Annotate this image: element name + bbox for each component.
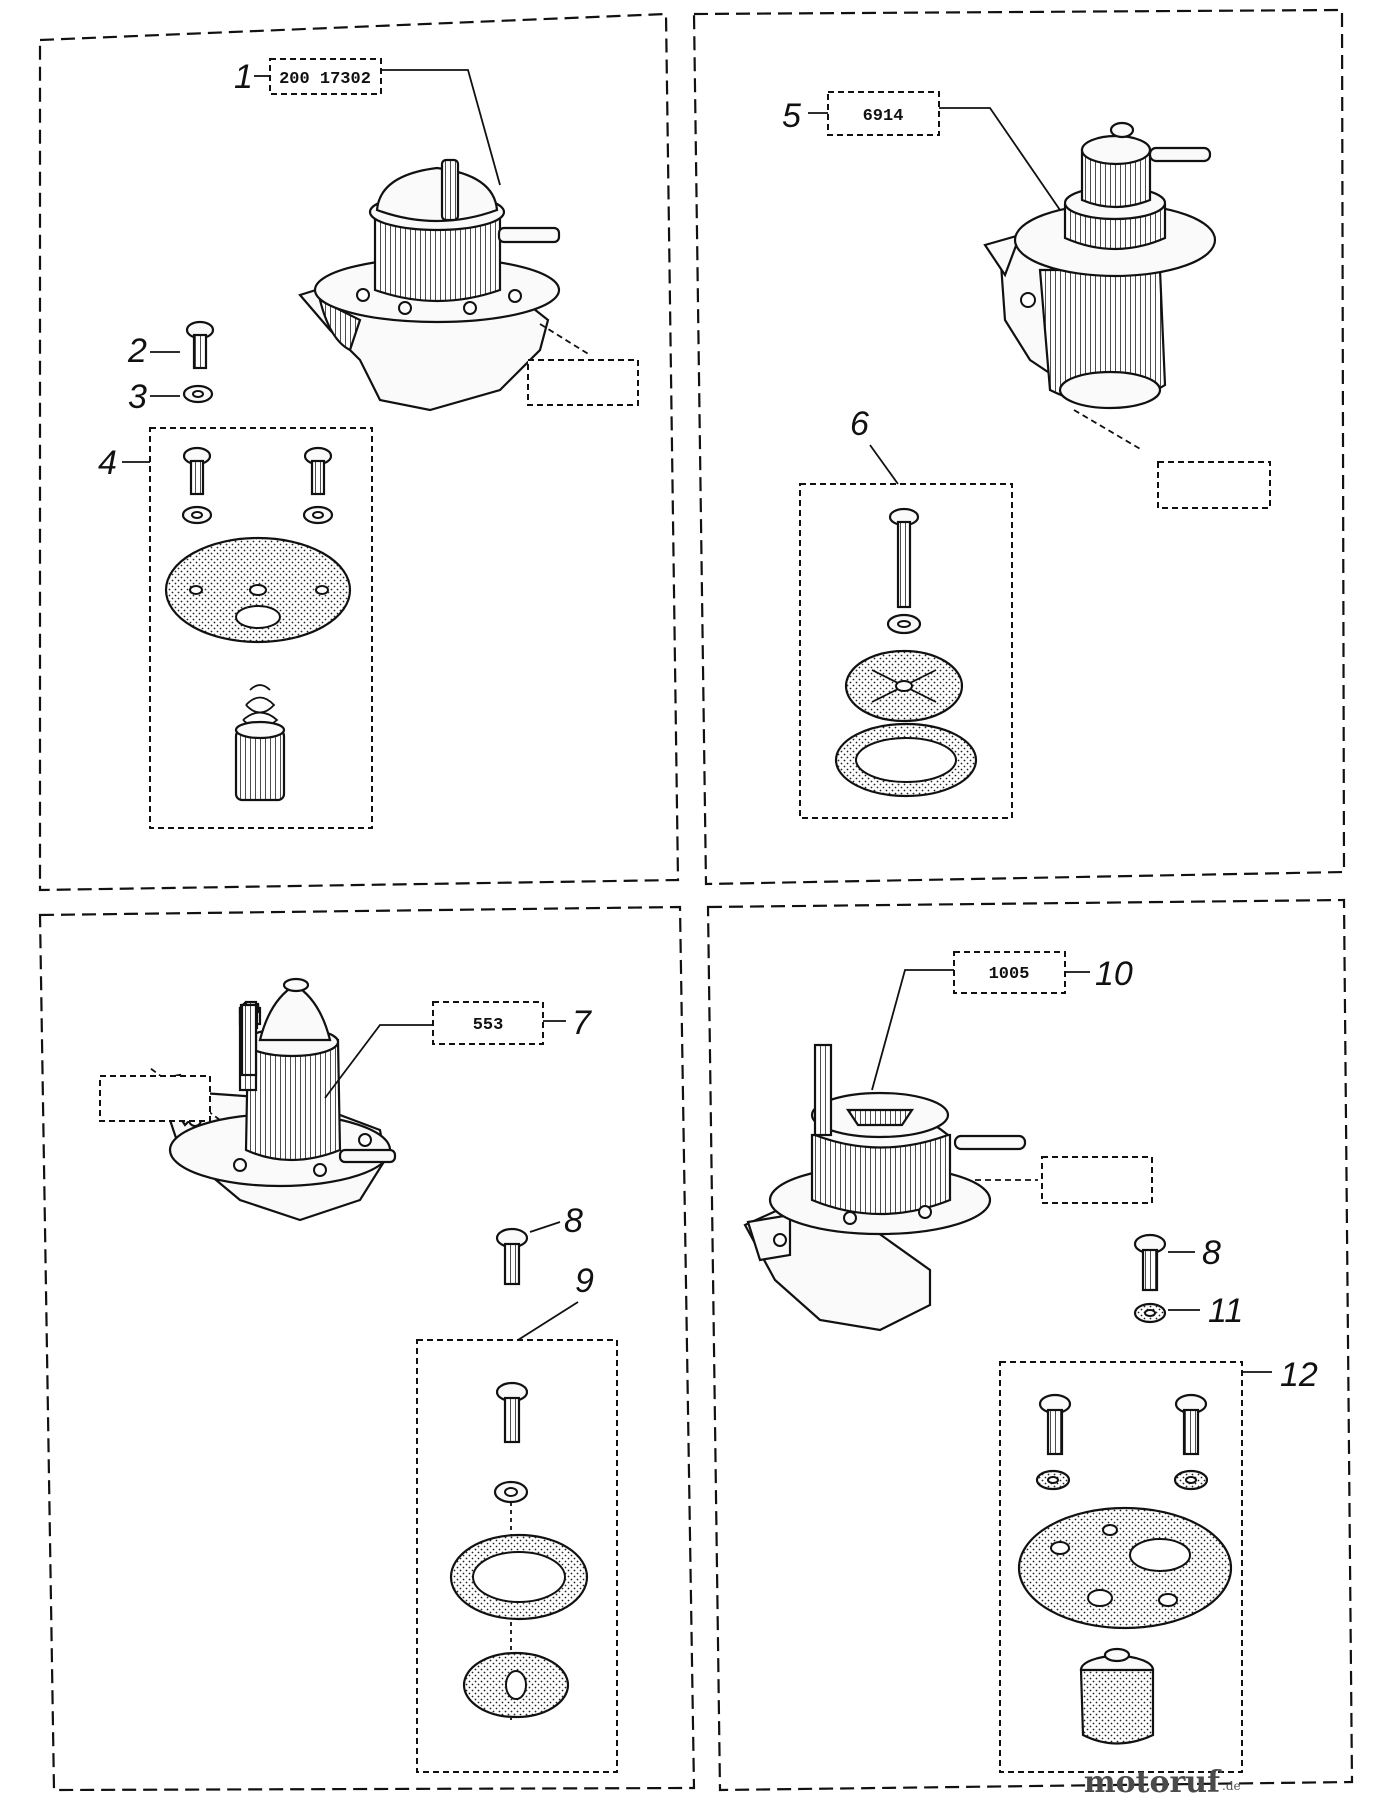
fuel-pump-10 [743,1043,1027,1332]
kit-4-parts [164,446,352,802]
screw-8-right [1133,1233,1167,1292]
empty-label-box-7 [99,1075,211,1122]
callout-5: 5 [782,97,801,135]
frame-top-right [692,8,1346,886]
callout-11: 11 [1208,1292,1243,1330]
kit-6-parts [834,507,978,798]
fuel-pump-5 [983,121,1217,410]
part-number-10: 1005 [989,965,1030,984]
callout-9: 9 [575,1262,594,1300]
callout-1: 1 [234,58,253,96]
empty-label-box-1 [527,359,639,406]
frame-bottom-right [706,898,1354,1792]
callout-7: 7 [572,1004,592,1042]
kit-12-parts [1017,1393,1233,1745]
callout-10: 10 [1095,955,1133,993]
callout-4: 4 [98,444,117,482]
frame-bottom-left [38,905,696,1792]
svg-text:motoruf: motoruf [1084,1765,1222,1800]
part-number-7: 553 [473,1016,504,1035]
standpipe-7 [240,1003,258,1077]
washer-3 [182,384,214,404]
part-number-box-5 [827,91,940,136]
empty-label-box-5 [1157,461,1271,509]
kit-9-parts [449,1381,589,1720]
part-number-1: 200 17302 [279,70,371,89]
svg-text:.de: .de [1222,1779,1241,1793]
callout-8-right: 8 [1202,1234,1221,1272]
callout-3: 3 [128,378,147,416]
callout-12: 12 [1280,1356,1318,1394]
screw-2 [185,320,215,370]
empty-label-box-10 [1041,1156,1153,1204]
fuel-pump-1 [298,158,561,412]
frame-top-left [38,12,680,892]
lock-washer-11 [1133,1302,1167,1324]
callout-6: 6 [850,405,869,443]
callout-2: 2 [127,332,147,370]
part-number-5: 6914 [863,107,904,126]
callout-8-left: 8 [564,1202,583,1240]
watermark-logo: motoruf .de [1084,1765,1241,1800]
part-number-box-7 [432,1001,544,1045]
screw-8-left [495,1227,529,1286]
